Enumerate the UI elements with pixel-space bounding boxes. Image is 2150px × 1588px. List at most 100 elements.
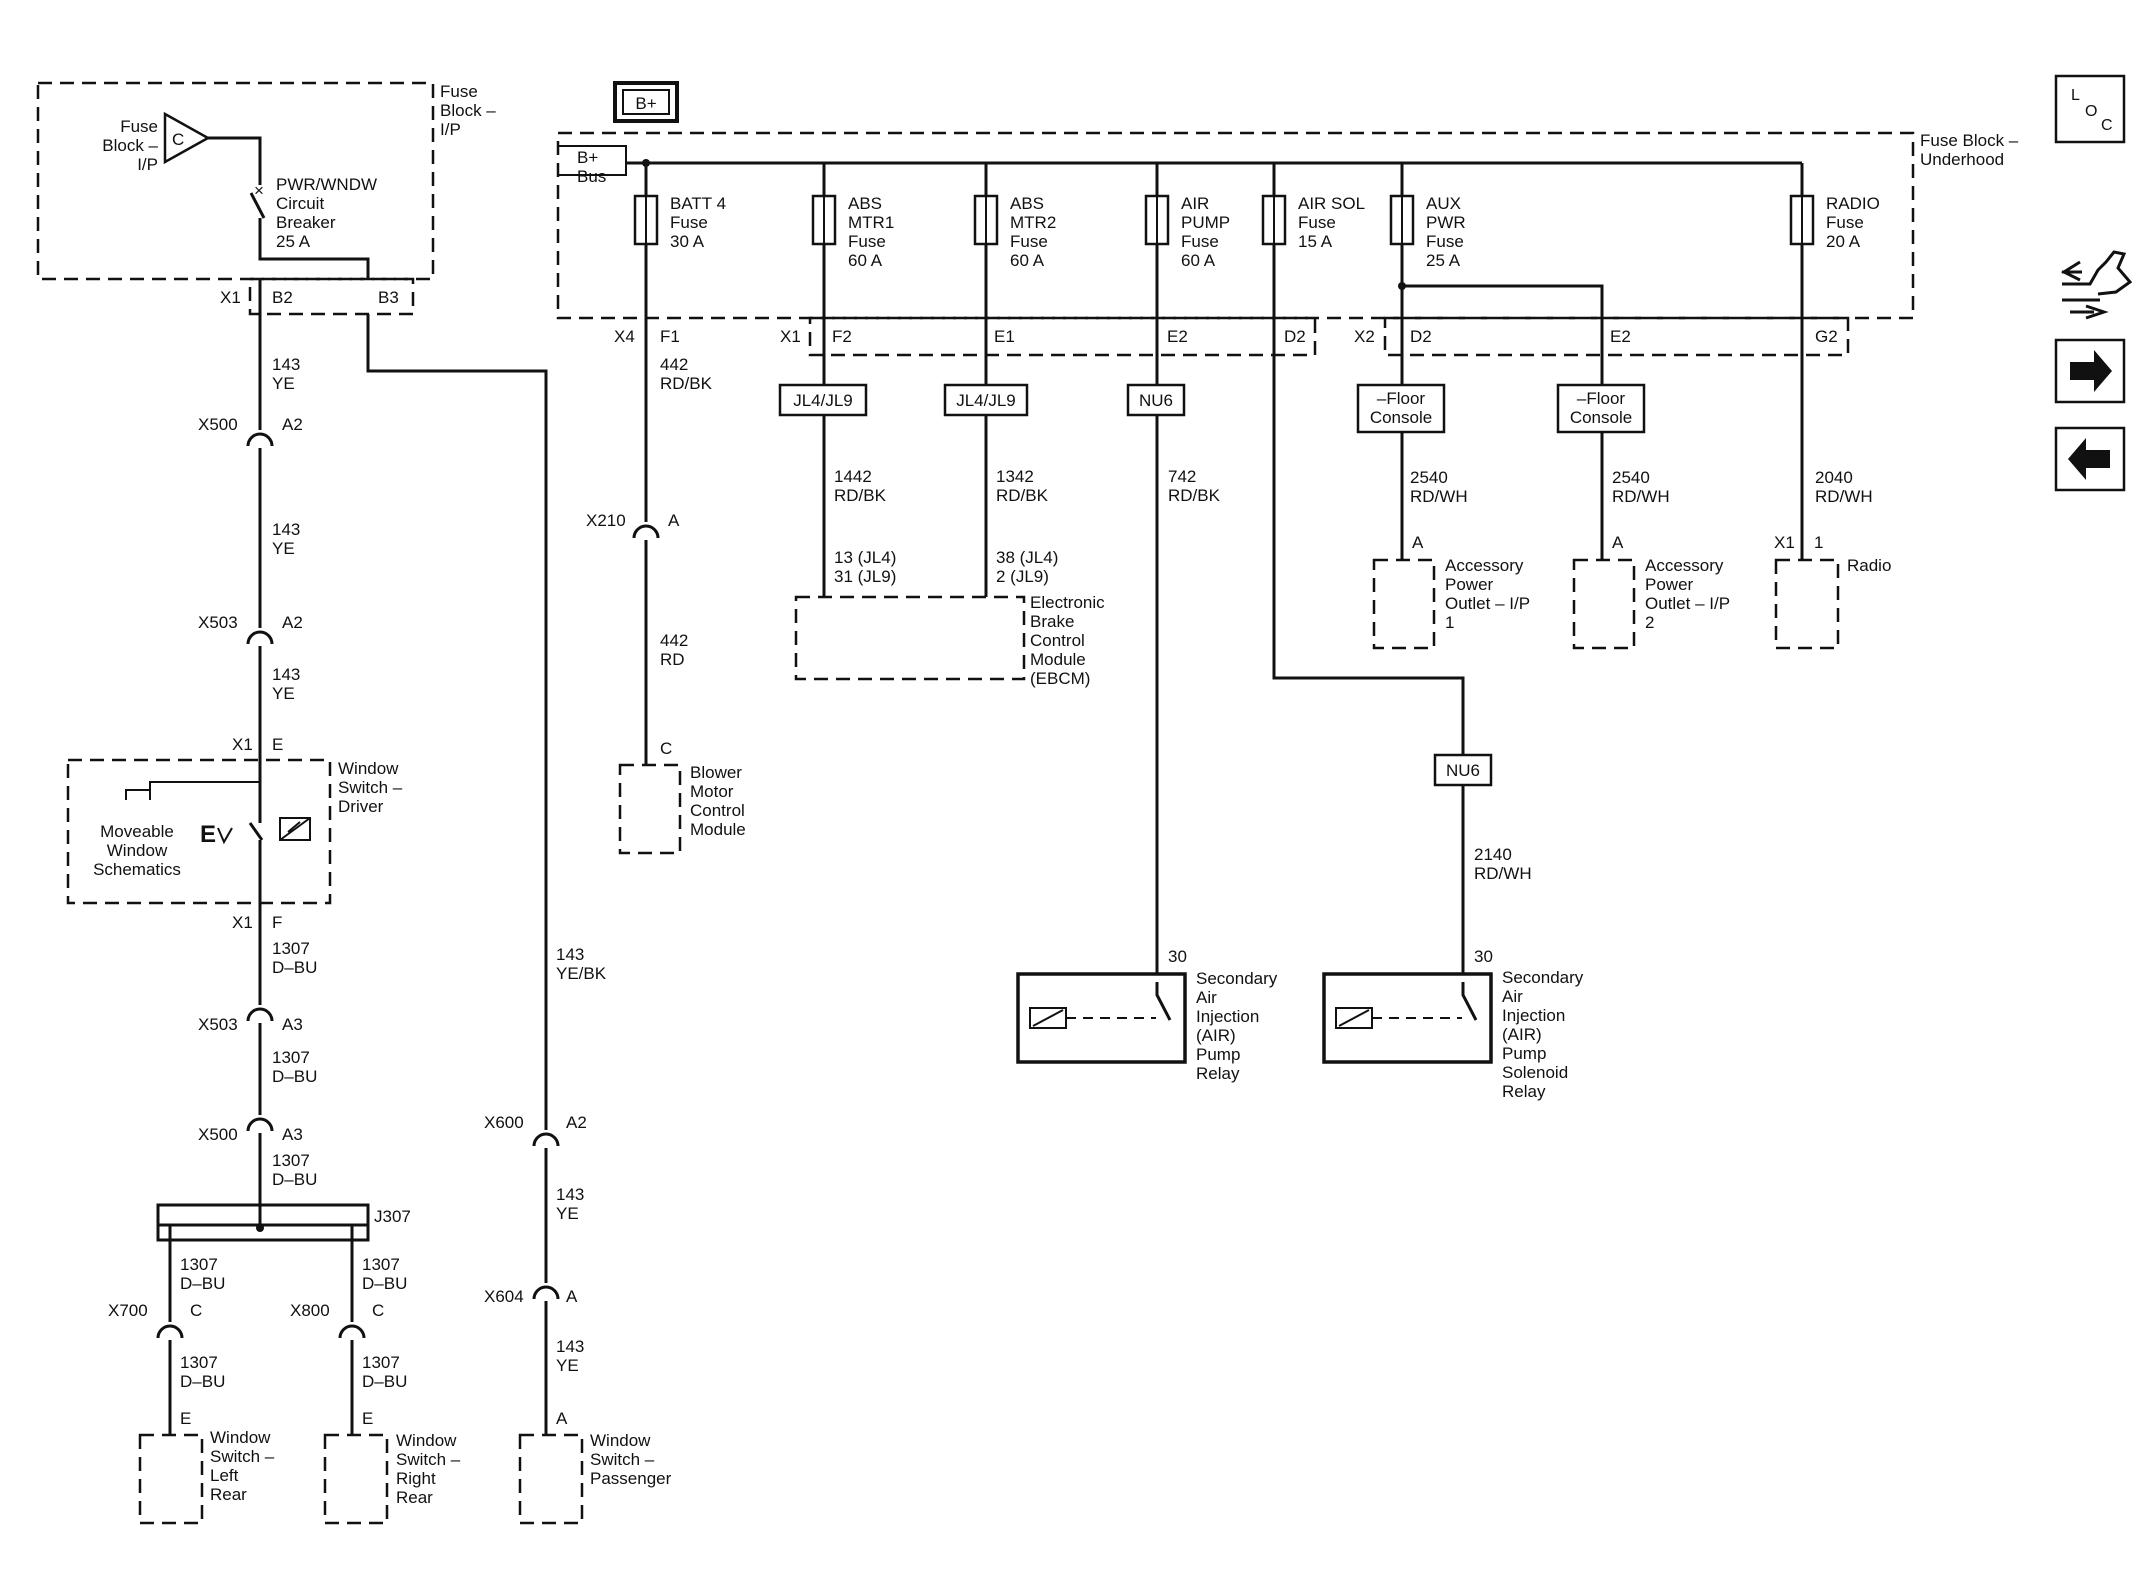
- bus-label: B+Bus: [577, 148, 606, 186]
- conn-x503-pin: A2: [282, 613, 303, 632]
- relay2-pin: 30: [1474, 947, 1493, 966]
- conn-x500-pin: A2: [282, 415, 303, 434]
- prev-arrow-button[interactable]: [2054, 426, 2126, 492]
- radio-label: Radio: [1847, 556, 1891, 575]
- conn-x4: X4: [614, 327, 635, 346]
- radio-pin: 1: [1814, 533, 1823, 552]
- sw-pin-f: F: [272, 913, 282, 932]
- splice-j307: J307: [156, 1203, 411, 1242]
- fuse-block-uh-label: Fuse Block –Underhood: [1920, 131, 2019, 169]
- conn-x800: X800: [290, 1301, 330, 1320]
- pin-f2: F2: [832, 327, 852, 346]
- conn-x1-uh: X1: [780, 327, 801, 346]
- pin-e1: E1: [994, 327, 1015, 346]
- pin-b3: B3: [378, 288, 399, 307]
- pin-b2: B2: [272, 288, 293, 307]
- conn-x503b: X503: [198, 1015, 238, 1034]
- conn-x503b-pin: A3: [282, 1015, 303, 1034]
- outlet1-pin: A: [1412, 533, 1424, 552]
- tag-nu6-2: NU6: [1446, 761, 1480, 780]
- next-arrow-button[interactable]: [2054, 338, 2126, 404]
- ebcm-pins-2: 38 (JL4)2 (JL9): [996, 548, 1058, 586]
- conn-x500: X500: [198, 415, 238, 434]
- ebcm-pins-1: 13 (JL4)31 (JL9): [834, 548, 896, 586]
- radio-conn-x1: X1: [1774, 533, 1795, 552]
- conn-x700-pin: C: [190, 1301, 202, 1320]
- relay1-pin: 30: [1168, 947, 1187, 966]
- lr-pin-e: E: [180, 1409, 191, 1428]
- tag-jl4-jl9-1: JL4/JL9: [793, 391, 853, 410]
- fuse-block-ip-c: C: [172, 130, 184, 149]
- fuse-block-ip-symbol: [163, 111, 211, 165]
- sw-x1-top: X1: [232, 735, 253, 754]
- outlet2-pin: A: [1612, 533, 1624, 552]
- tag-nu6-1: NU6: [1139, 391, 1173, 410]
- pin-e2: E2: [1167, 327, 1188, 346]
- pin-d2b: D2: [1410, 327, 1432, 346]
- loc-l: L: [2071, 87, 2080, 104]
- loc-c: C: [2101, 117, 2113, 134]
- passenger-pin: A: [556, 1409, 568, 1428]
- tag-jl4-jl9-2: JL4/JL9: [956, 391, 1016, 410]
- pin-g2: G2: [1815, 327, 1838, 346]
- loc-o: O: [2085, 103, 2097, 120]
- conn-x500b-pin: A3: [282, 1125, 303, 1144]
- rr-pin-e: E: [362, 1409, 373, 1428]
- right-arrow-icon: [2070, 350, 2112, 392]
- blower-pin-c: C: [660, 739, 672, 758]
- conn-x210-pin: A: [668, 511, 680, 530]
- loc-button[interactable]: L O C: [2054, 74, 2126, 144]
- conn-x503: X503: [198, 613, 238, 632]
- j307-label: J307: [374, 1207, 411, 1226]
- wiring-harness-icon[interactable]: [2060, 250, 2133, 320]
- sw-pin-e: E: [272, 735, 283, 754]
- conn-x604-pin: A: [566, 1287, 578, 1306]
- left-arrow-icon: [2068, 438, 2110, 480]
- conn-x800-pin: C: [372, 1301, 384, 1320]
- conn-x600-pin: A2: [566, 1113, 587, 1132]
- pin-f1: F1: [660, 327, 680, 346]
- sw-x1-bot: X1: [232, 913, 253, 932]
- conn-x600: X600: [484, 1113, 524, 1132]
- window-icon: [279, 817, 311, 841]
